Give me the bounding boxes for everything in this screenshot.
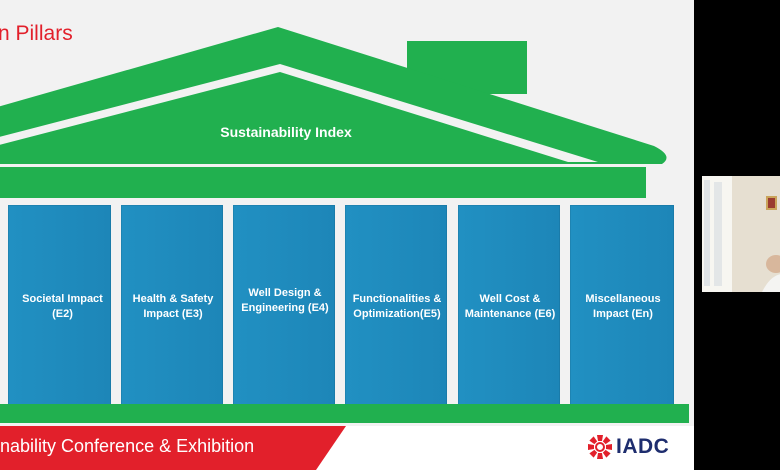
- pillar-label: Societal Impact(E2): [22, 293, 103, 320]
- pillar-well-design: [233, 205, 335, 405]
- iadc-logo-icon: [588, 435, 612, 459]
- house-foundation: [0, 404, 689, 423]
- sustainability-index-label: Sustainability Index: [220, 124, 352, 140]
- slide-footer: inability Conference & Exhibition: [0, 426, 694, 470]
- slide-title: n Pillars: [0, 22, 73, 45]
- webcam-scene: [702, 176, 780, 292]
- pillar-label: Well Design &Engineering (E4): [241, 287, 329, 314]
- participant-video-thumbnail[interactable]: [702, 176, 780, 292]
- presentation-slide: n Pillars Sustainability Index Societal …: [0, 0, 694, 470]
- roof-beam: [0, 167, 646, 198]
- conference-title: inability Conference & Exhibition: [0, 436, 255, 456]
- house-roof-graphic: [0, 27, 667, 198]
- pillar-functionalities: [345, 205, 447, 405]
- iadc-logo-text: IADC: [616, 435, 670, 458]
- pillar-label: Well Cost &Maintenance (E6): [464, 293, 556, 320]
- footer-red-banner: [0, 426, 346, 470]
- iadc-logo: IADC: [587, 434, 669, 460]
- roof-inner: [0, 72, 568, 162]
- pillar-label: Functionalities &Optimization(E5): [352, 293, 442, 320]
- pillar-miscellaneous: [570, 205, 674, 405]
- pillar-societal-impact: [8, 205, 111, 405]
- pillar-health-safety: [121, 205, 223, 405]
- pillar-well-cost: [458, 205, 560, 405]
